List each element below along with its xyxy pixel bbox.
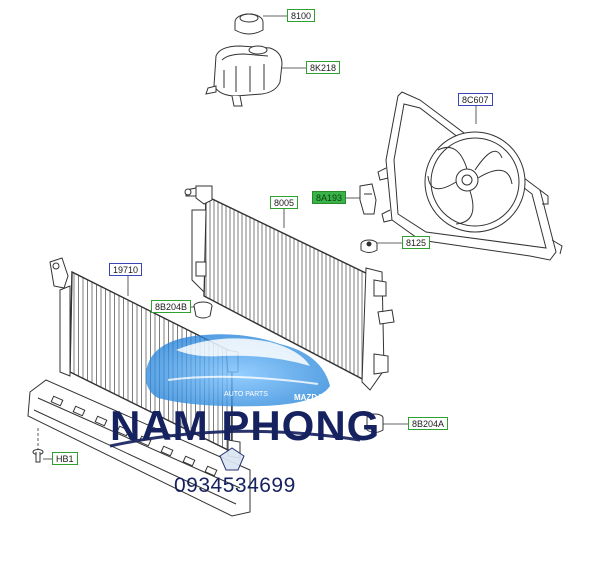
radiator	[184, 185, 395, 391]
callout-8b204a[interactable]: 8B204A	[408, 417, 449, 430]
coolant-reservoir	[205, 45, 283, 107]
callout-8005[interactable]: 8005	[270, 196, 299, 209]
callout-hb1[interactable]: HB1	[52, 452, 78, 465]
callout-19710[interactable]: 19710	[109, 263, 143, 276]
watermark-brand: NAM PHONG	[110, 402, 381, 449]
push-pin	[32, 449, 44, 463]
callout-8a193[interactable]: 8A193	[312, 191, 347, 204]
reservoir-cap	[234, 13, 264, 35]
watermark-logo	[109, 334, 361, 471]
watermark-phone: 0934534699	[174, 474, 296, 497]
callout-8c607[interactable]: 8C607	[458, 93, 493, 106]
callout-8100[interactable]: 8100	[287, 9, 316, 22]
radiator-bracket	[359, 183, 377, 215]
mount-insulator-upper	[193, 301, 213, 319]
watermark-logo-text: MAZDA	[294, 393, 323, 402]
mount-insulator-lower	[366, 413, 384, 433]
callout-8b204b[interactable]: 8B204B	[151, 300, 192, 313]
fan-shroud	[377, 91, 563, 261]
callout-8k218[interactable]: 8K218	[306, 61, 341, 74]
radiator-grommet	[360, 239, 378, 253]
callout-8125[interactable]: 8125	[402, 236, 431, 249]
lower-deflector	[27, 379, 251, 517]
watermark-tagline: AUTO PARTS	[224, 391, 268, 398]
